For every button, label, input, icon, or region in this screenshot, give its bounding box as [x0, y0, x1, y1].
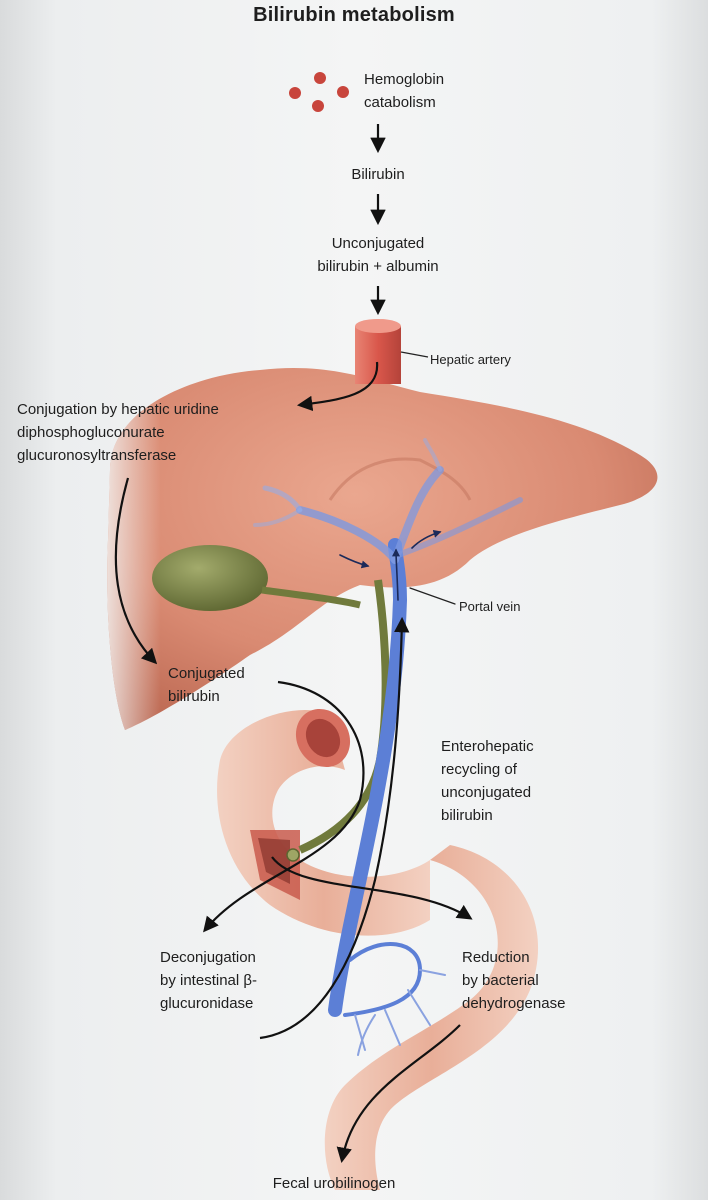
label-portal-vein: Portal vein [459, 599, 521, 614]
hepatic-artery [355, 319, 429, 384]
label-conjugation: Conjugation by hepatic uridine diphospho… [17, 401, 219, 464]
label-conjugated-bilirubin: Conjugated bilirubin [168, 665, 245, 705]
label-deconjugation: Deconjugation by intestinal β- glucuroni… [160, 949, 258, 1012]
label-unconjugated-bilirubin-albumin: Unconjugated bilirubin + albumin [317, 235, 439, 275]
label-hemoglobin-catabolism: Hemoglobin catabolism [364, 71, 445, 111]
label-reduction: Reduction by bacterial dehydrogenase [462, 949, 566, 1012]
process-arrows [114, 361, 473, 1164]
label-enterohepatic-recycling: Enterohepatic recycling of unconjugated … [441, 738, 534, 824]
label-fecal-urobilinogen: Fecal urobilinogen [272, 1175, 396, 1192]
label-hepatic-artery: Hepatic artery [430, 352, 511, 367]
hemoglobin-dots [289, 72, 349, 112]
portal-vein [253, 438, 523, 1056]
diagram-title: Bilirubin metabolism [253, 4, 455, 26]
label-bilirubin: Bilirubin [351, 166, 405, 183]
